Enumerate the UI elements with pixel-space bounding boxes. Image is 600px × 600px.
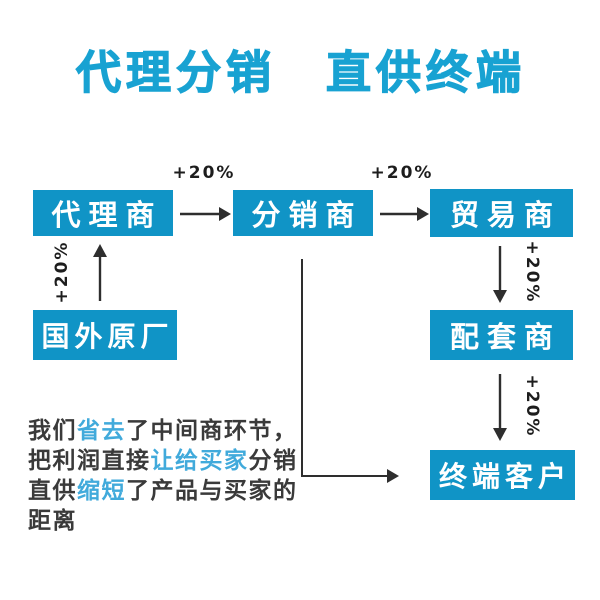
node-end-customer-label: 终端客户 [438,461,571,492]
node-agent-label: 代理商 [51,200,163,232]
node-end-customer: 终端客户 [430,450,575,500]
node-foreign-factory: 国外原厂 [33,310,177,360]
paragraph-text: 把利润直接 [28,447,151,473]
paragraph-highlight: 让给买家 [150,447,249,473]
node-agent: 代理商 [33,190,173,236]
node-supporting-supplier-label: 配套商 [449,322,561,354]
paragraph-text: 了产品与买家的 [126,477,298,503]
connector-distributor-to-endcustomer [301,259,399,483]
paragraph-line-1: 我们省去了中间商环节， [28,415,298,445]
node-supporting-supplier: 配套商 [430,310,573,360]
paragraph-line-4: 距离 [28,505,298,535]
node-trader: 贸易商 [430,189,573,237]
arrow-agent-to-distributor [180,207,231,221]
markup-label-trader-to-supporting: +20% [522,240,542,304]
arrow-factory-to-agent [93,244,107,301]
node-distributor: 分销商 [233,190,373,236]
paragraph-text: 我们 [28,417,77,443]
paragraph-line-2: 把利润直接让给买家分销 [28,445,298,475]
arrow-supporting-to-endcustomer [493,374,507,441]
paragraph-line-3: 直供缩短了产品与买家的 [28,475,298,505]
markup-label-supporting-to-end-customer: +20% [522,374,542,438]
page-title: 代理分销 直供终端 [75,46,527,98]
markup-label-factory-to-agent: +20% [52,240,72,304]
node-foreign-factory-label: 国外原厂 [41,321,174,352]
node-distributor-label: 分销商 [251,200,363,232]
arrow-trader-to-supporting [493,246,507,303]
markup-label-agent-to-distributor: +20% [172,163,236,183]
paragraph-text: 直供 [28,477,77,503]
paragraph-highlight: 省去 [77,417,126,443]
paragraph-highlight: 缩短 [77,477,126,503]
paragraph-text: 了中间商环节， [126,417,298,443]
description-paragraph: 我们省去了中间商环节， 把利润直接让给买家分销 直供缩短了产品与买家的 距离 [28,415,298,535]
paragraph-text: 分销 [248,447,298,473]
paragraph-text: 距离 [28,507,77,533]
arrow-distributor-to-trader [380,207,429,221]
node-trader-label: 贸易商 [449,200,561,232]
markup-label-distributor-to-trader: +20% [370,163,434,183]
